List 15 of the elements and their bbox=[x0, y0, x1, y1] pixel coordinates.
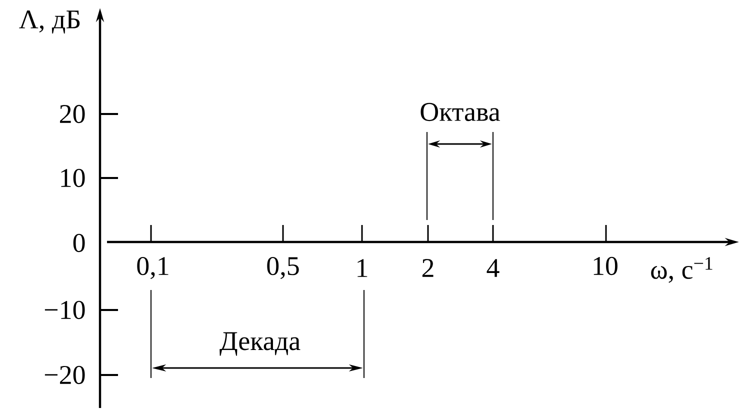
dimension-label: Декада bbox=[220, 332, 300, 356]
tick-label: 10 bbox=[61, 168, 85, 188]
tick-label: −10 bbox=[44, 300, 85, 320]
axis-label: ω, с$^{−1}$ bbox=[651, 257, 712, 283]
tick-label: 0,5 bbox=[267, 256, 299, 280]
tick-label: 0,1 bbox=[137, 256, 168, 280]
tick-label: 20 bbox=[60, 104, 85, 124]
tick-label: 2 bbox=[422, 259, 434, 277]
dimension-label: Октава bbox=[420, 102, 500, 122]
tick-label: 0 bbox=[73, 234, 85, 252]
tick-label: 4 bbox=[486, 259, 500, 277]
tick-label: 1 bbox=[358, 259, 368, 277]
tick-label: 10 bbox=[594, 256, 618, 276]
tick-label: −20 bbox=[44, 366, 85, 384]
axis-label: Λ, дБ bbox=[19, 10, 80, 34]
